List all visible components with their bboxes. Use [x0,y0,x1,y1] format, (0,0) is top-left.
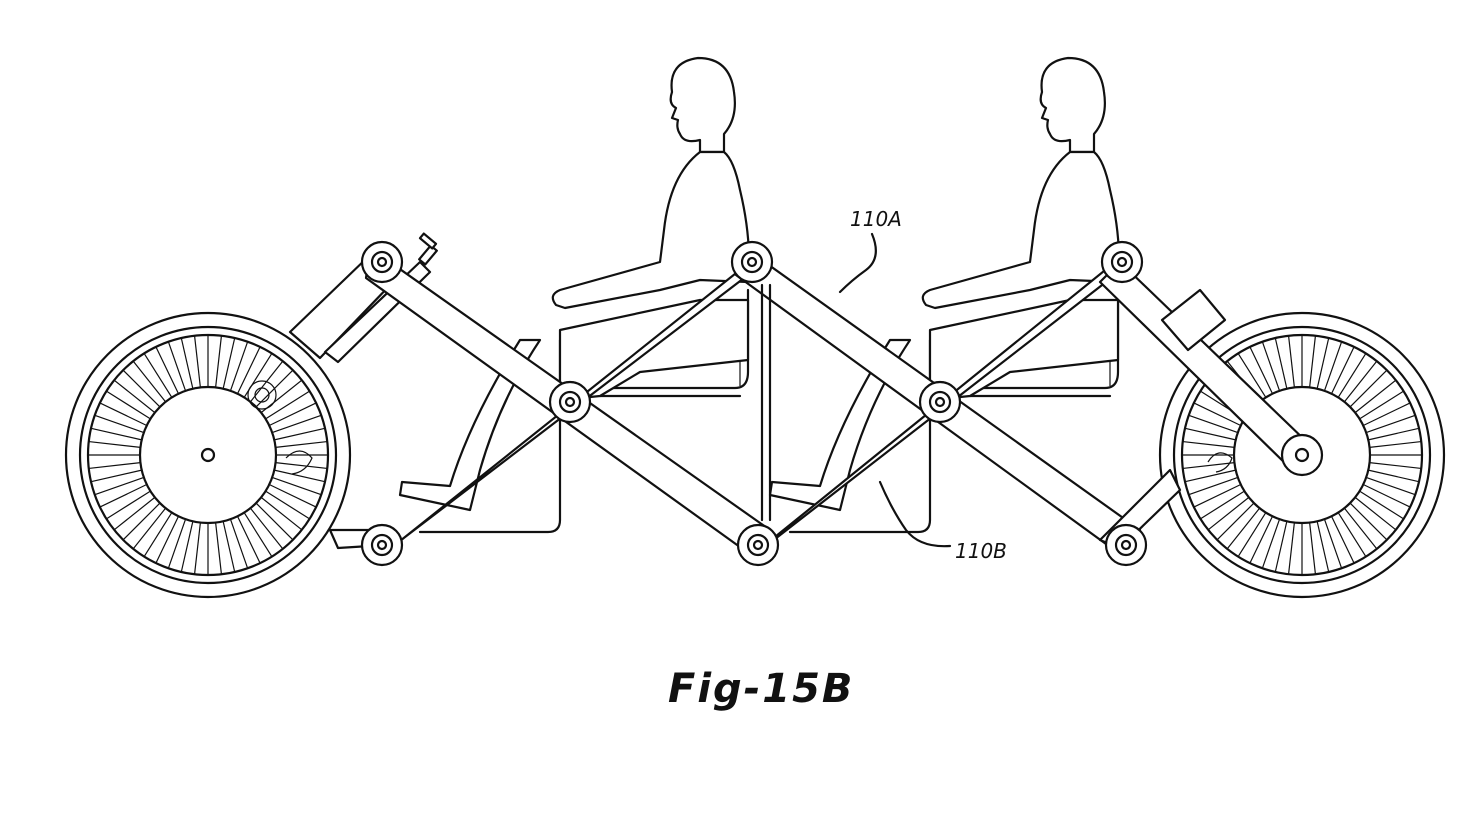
spoke [1262,519,1279,568]
spoke [1189,415,1238,432]
spoke [89,442,141,448]
pivot-joint [550,382,590,422]
pivot-joint [732,242,772,282]
spoke [95,477,144,494]
spoke [95,415,144,432]
spoke [1324,342,1341,391]
spoke [144,353,172,397]
spoke [1185,470,1236,482]
reference-label-110b: 110B [955,539,1007,563]
spoke [238,347,261,394]
spoke [1366,415,1415,432]
spoke [244,513,272,557]
spoke [156,516,179,563]
front-hub [1282,435,1322,475]
spoke [1194,485,1241,508]
spoke [238,516,261,563]
spoke [266,491,310,519]
spoke [1360,391,1404,419]
spoke [1338,513,1366,557]
spoke [100,403,147,426]
spoke [1317,521,1329,572]
pivot-joint [362,525,402,565]
spoke [1338,353,1366,397]
spoke [1250,516,1273,563]
spoke [1238,513,1266,557]
reference-110a: 110A [840,207,902,292]
spoke [1275,338,1287,389]
pivot-joint [920,382,960,422]
spoke [1317,338,1329,389]
spoke [1368,428,1419,440]
spoke [181,521,193,572]
spoke [1360,491,1404,519]
pivot-joint [1102,242,1142,282]
rear-wheel [66,313,350,597]
spoke [1275,521,1287,572]
spoke [223,338,235,389]
spoke [106,491,150,519]
spoke [100,485,147,508]
leader-line-110a [840,234,876,292]
spoke [1310,523,1316,575]
scissor-frame [290,234,1310,565]
spoke [276,442,328,448]
spoke [230,342,247,391]
rear-rider [400,58,749,510]
spoke [1332,516,1355,563]
spoke [1289,336,1295,388]
spoke [1185,428,1236,440]
spoke [216,336,222,388]
spoke [1370,442,1422,448]
spoke [168,342,185,391]
spoke [1363,485,1410,508]
spoke [106,391,150,419]
spoke [195,336,201,388]
spoke [1200,491,1244,519]
spoke [272,477,321,494]
reference-110b: 110B [880,482,1007,563]
spoke [1183,442,1235,448]
spoke [272,415,321,432]
front-rider [770,58,1119,510]
spoke [1289,523,1295,575]
spoke [276,463,328,469]
spoke [269,485,316,508]
spoke [144,513,172,557]
leader-line-110b [880,482,950,546]
spoke [181,338,193,389]
spoke [1370,463,1422,469]
spoke [230,519,247,568]
spoke [168,519,185,568]
spoke [89,463,141,469]
spoke [1250,347,1273,394]
figure-caption: Fig-15B [668,666,854,712]
pivot-joint [738,525,778,565]
spoke [1262,342,1279,391]
spoke [1310,336,1316,388]
spoke [195,523,201,575]
spoke [91,470,142,482]
spoke [1324,519,1341,568]
spoke [1366,477,1415,494]
spoke [91,428,142,440]
pivot-joint [362,242,402,282]
spoke [1332,347,1355,394]
spoke [274,428,325,440]
spoke [216,523,222,575]
spoke [1189,477,1238,494]
spoke [269,403,316,426]
spoke [223,521,235,572]
pivot-joint [1106,525,1146,565]
reference-label-110a: 110A [850,207,902,231]
spoke [156,347,179,394]
spoke [1368,470,1419,482]
spoke [1363,403,1410,426]
